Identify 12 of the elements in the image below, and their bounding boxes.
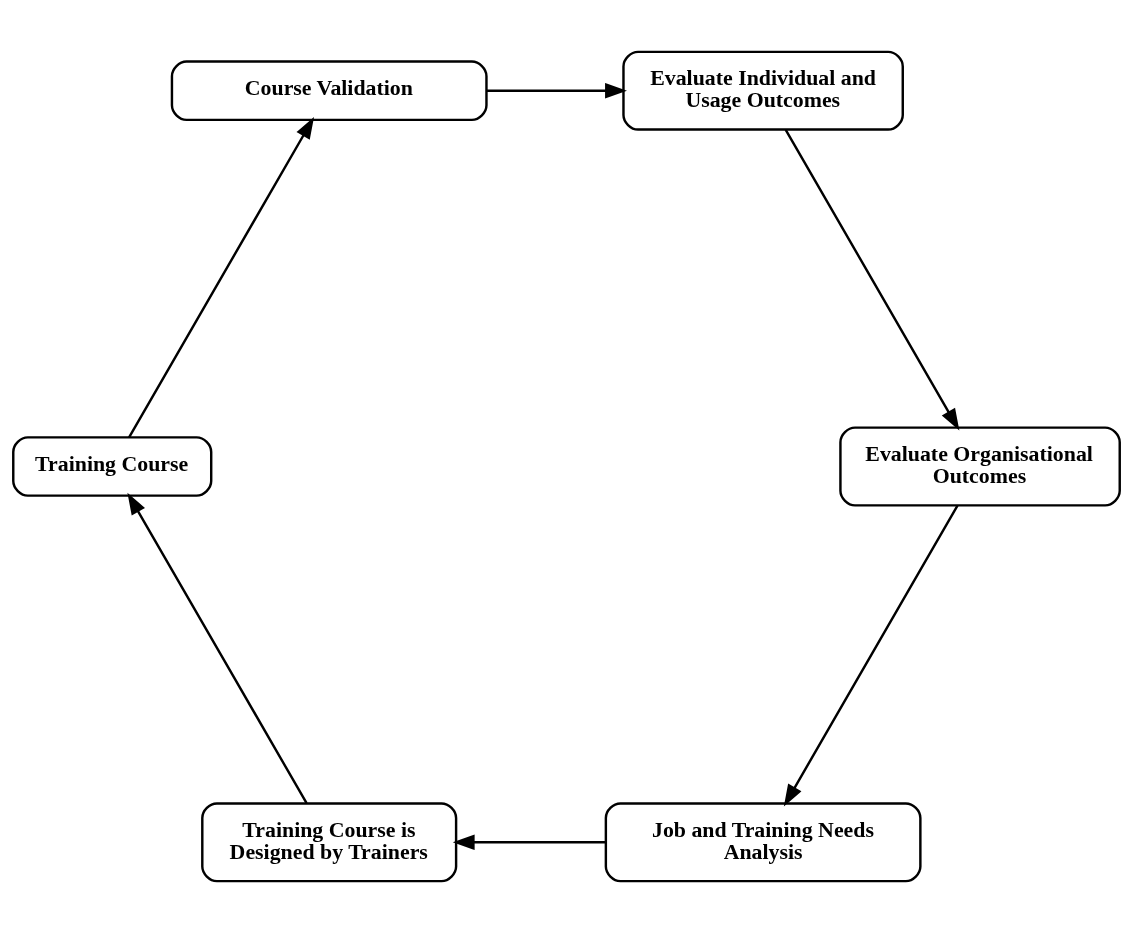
node-box: Training Course is Designed by Trainers (201, 802, 458, 883)
node-box: Training Course (12, 436, 213, 497)
arrow (452, 834, 606, 850)
arrow (486, 83, 627, 99)
arrow (128, 116, 315, 438)
arrow (784, 129, 960, 431)
node-box: Evaluate Individual and Usage Outcomes (622, 50, 904, 131)
node-box: Evaluate Organisational Outcomes (839, 426, 1121, 507)
node-box: Course Validation (170, 60, 488, 122)
arrow (127, 492, 308, 804)
node-box: Job and Training Needs Analysis (604, 802, 922, 883)
arrow (783, 505, 959, 807)
